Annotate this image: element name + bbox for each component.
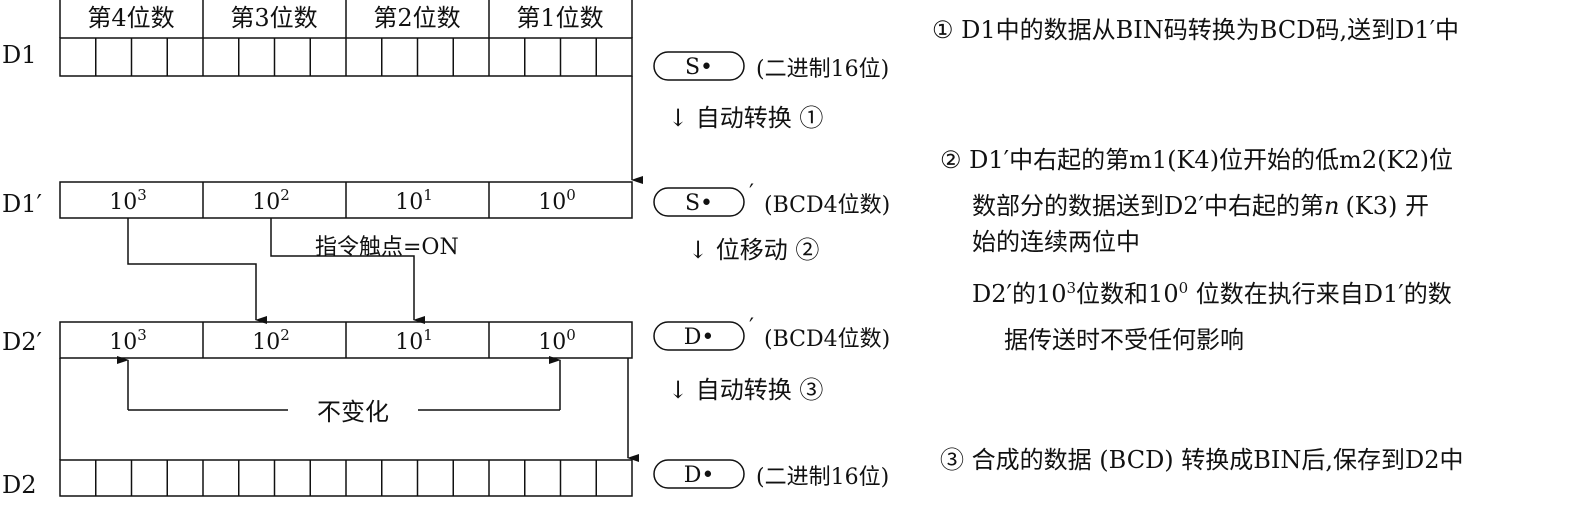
operand-row2-desc: (BCD4位数): [764, 193, 890, 218]
unchanged-label: 不变化: [317, 398, 389, 426]
note-3: ③ 合成的数据 (BCD) 转换成BIN后,保存到D2中: [940, 446, 1464, 474]
step-labels: ↓ 自动转换 ① ↓ 位移动 ② ↓ 自动转换 ③: [668, 104, 823, 404]
operand-pill-d: [653, 459, 745, 489]
header-group-2: 第2位数: [373, 4, 460, 32]
explanation-notes: ① D1中的数据从BIN码转换为BCD码,送到D1′中 ② D1′中右起的第m1…: [932, 16, 1464, 474]
note-2b-line-2: 据传送时不受任何影响: [1004, 326, 1244, 354]
d2-prime-register: [59, 321, 633, 359]
header-group-4: 第4位数: [87, 4, 174, 32]
operand-row3: D• ′ (BCD4位数): [653, 315, 890, 352]
register-label-d1: D1: [2, 41, 37, 69]
d1p-digit-3: 103: [109, 186, 147, 215]
register-label-d1-prime: D1′: [2, 190, 42, 218]
register-label-d2-prime: D2′: [2, 328, 42, 356]
operand-row1: S• (二进制16位): [653, 51, 889, 82]
operand-pill-s-label: S•: [685, 55, 713, 80]
note-2-line-2: 数部分的数据送到D2′中右起的第n(K3) 开: [972, 192, 1429, 220]
header-group-labels: 第4位数 第3位数 第2位数 第1位数: [87, 4, 603, 32]
d2p-digit-3: 103: [109, 326, 147, 355]
operand-row4: D• (二进制16位): [653, 459, 889, 490]
operand-row3-prime: ′: [749, 315, 754, 340]
arrow-d1p-10e2-to-d2p-10e1: [270, 218, 425, 324]
note-2b-line-1: D2′的103位数和100 位数在执行来自D1′的数: [972, 279, 1452, 308]
d2p-digit-1: 101: [395, 326, 433, 355]
operand-pill-s-prime: [653, 187, 745, 217]
register-label-d2: D2: [2, 471, 37, 499]
operand-pill-d-prime-label: D•: [684, 325, 715, 350]
header-group-3: 第3位数: [230, 4, 317, 32]
d1-prime-register: [59, 181, 633, 219]
d1p-digit-1: 101: [395, 186, 433, 215]
operand-pill-d-label: D•: [684, 463, 715, 488]
register-labels: D1 D1′ D2′ D2: [2, 41, 42, 499]
d1p-digit-0: 100: [538, 186, 576, 215]
operand-row4-desc: (二进制16位): [756, 465, 889, 490]
d2p-digit-0: 100: [538, 326, 576, 355]
trigger-label: 指令触点=ON: [315, 235, 459, 260]
operand-row3-desc: (BCD4位数): [764, 327, 890, 352]
arrow-d1p-10e3-to-d2p-10e2: [127, 218, 267, 324]
d2p-digit-2: 102: [252, 326, 290, 355]
flow-arrows: [59, 76, 643, 462]
d2-prime-digit-labels: 103 102 101 100: [109, 326, 576, 355]
operand-row2: S• ′ (BCD4位数): [653, 181, 890, 218]
step-label-3: ↓ 自动转换 ③: [668, 376, 823, 404]
operand-row2-prime: ′: [749, 181, 754, 206]
note-1: ① D1中的数据从BIN码转换为BCD码,送到D1′中: [932, 16, 1459, 44]
note-2-line-3: 始的连续两位中: [972, 228, 1140, 256]
d1p-digit-2: 102: [252, 186, 290, 215]
step-label-1: ↓ 自动转换 ①: [668, 104, 823, 132]
operand-row1-desc: (二进制16位): [756, 57, 889, 82]
operand-pill-s: [653, 51, 745, 81]
operand-pill-d-prime: [653, 321, 745, 351]
header-dividers: [59, 0, 633, 38]
header-group-1: 第1位数: [516, 4, 603, 32]
d1-bit-grid: [59, 37, 633, 77]
d2-bit-grid: [59, 459, 633, 497]
d1-prime-digit-labels: 103 102 101 100: [109, 186, 576, 215]
note-2-line-1: ② D1′中右起的第m1(K4)位开始的低m2(K2)位: [940, 146, 1453, 174]
operand-pill-s-prime-label: S•: [685, 191, 713, 216]
step-label-2: ↓ 位移动 ②: [688, 236, 819, 264]
